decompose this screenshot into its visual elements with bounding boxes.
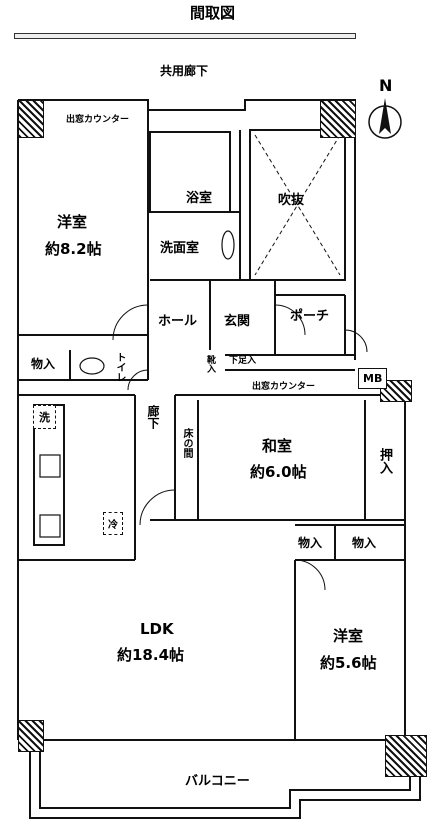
fridge-label: 冷 xyxy=(103,512,123,535)
title-underline xyxy=(14,33,356,39)
corridor-label: 共用廊下 xyxy=(160,64,209,78)
compass-icon xyxy=(368,98,402,139)
compass-letter: N xyxy=(379,76,393,95)
column-5 xyxy=(18,720,44,752)
storage-1-label: 物入 xyxy=(31,357,56,371)
column-3 xyxy=(380,380,412,402)
compass: N xyxy=(365,78,405,148)
window-counter-1: 出窓カウンター xyxy=(66,115,130,125)
balcony-label: バルコニー xyxy=(185,774,250,789)
western-room-2-name: 洋室 xyxy=(333,627,364,645)
storage-2-label: 物入 xyxy=(298,536,323,550)
japanese-room-name: 和室 xyxy=(262,437,293,455)
bath-label: 浴室 xyxy=(186,191,213,206)
toilet-label: トイレ xyxy=(114,352,125,382)
washer-label: 洗 xyxy=(33,405,56,429)
shoe-box-label: 下足入 xyxy=(229,356,257,366)
shoe-small-label: 靴入 xyxy=(205,355,215,373)
hallway-label: 廊下 xyxy=(146,405,160,429)
mb-label: MB xyxy=(358,368,388,389)
washroom-label: 洗面室 xyxy=(160,241,200,256)
porch-label: ポーチ xyxy=(290,309,330,324)
hall-label: ホール xyxy=(158,314,198,329)
column-4 xyxy=(385,735,427,777)
entrance-label: 玄関 xyxy=(224,314,251,329)
closet-label: 押入 xyxy=(377,448,392,474)
plan-title: 間取図 xyxy=(190,4,236,22)
window-counter-2: 出窓カウンター xyxy=(252,382,316,392)
japanese-room-size: 約6.0帖 xyxy=(250,463,307,481)
western-room-1-size: 約8.2帖 xyxy=(45,240,102,258)
ldk-size: 約18.4帖 xyxy=(117,646,185,664)
ldk-name: LDK xyxy=(140,620,174,638)
storage-3-label: 物入 xyxy=(352,536,377,550)
western-room-2-size: 約5.6帖 xyxy=(320,654,377,672)
column-2 xyxy=(320,100,356,138)
atrium-label: 吹抜 xyxy=(278,193,305,208)
western-room-1-name: 洋室 xyxy=(57,213,88,231)
column-1 xyxy=(18,100,44,138)
tokonoma-label: 床の間 xyxy=(181,428,192,458)
